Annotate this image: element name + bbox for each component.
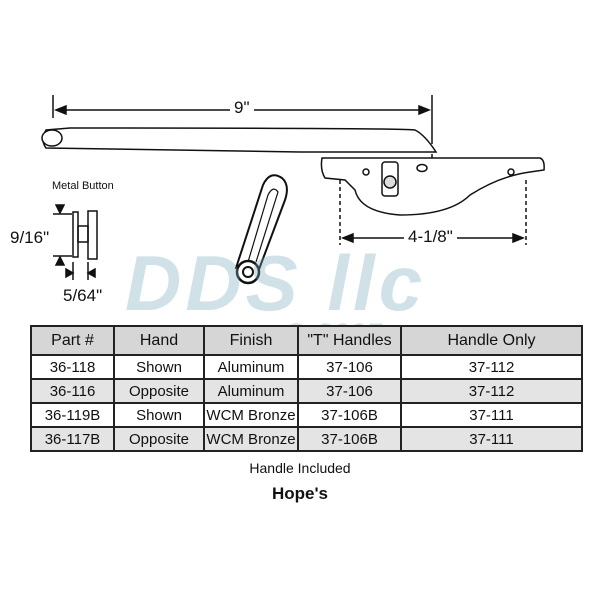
- operator-drawing: [41, 95, 545, 285]
- operator-base: [320, 157, 545, 216]
- button-thickness-label: 5/64": [59, 286, 107, 306]
- cell: WCM Bronze: [203, 426, 299, 452]
- cell: 37-111: [400, 402, 583, 428]
- cell: 37-106B: [297, 426, 402, 452]
- brand-logo: Hope's: [272, 484, 328, 503]
- overall-length-label: 9": [230, 98, 254, 118]
- cell: Opposite: [113, 378, 205, 404]
- cell: 36-119B: [30, 402, 115, 428]
- mount-hole: [507, 168, 515, 176]
- arrow-head: [65, 267, 75, 279]
- cell: Aluminum: [203, 354, 299, 380]
- arrow-head: [418, 104, 432, 116]
- header-handle-only: Handle Only: [400, 325, 583, 356]
- cell: 36-116: [30, 378, 115, 404]
- button-head: [87, 210, 98, 260]
- operator-arm: [42, 127, 438, 153]
- arrow-head: [512, 232, 526, 244]
- arrow-head: [340, 232, 354, 244]
- cell: Aluminum: [203, 378, 299, 404]
- handle-included-note: Handle Included: [249, 460, 351, 476]
- arrow-head: [54, 255, 66, 266]
- mount-hole: [362, 168, 370, 176]
- header-part: Part #: [30, 325, 115, 356]
- crank-knob-center: [242, 266, 254, 278]
- crank-slot: [247, 188, 279, 263]
- button-stem: [77, 225, 89, 243]
- crank-handle: [234, 174, 288, 274]
- cell: 36-118: [30, 354, 115, 380]
- header-finish: Finish: [203, 325, 299, 356]
- cell: 37-106: [297, 354, 402, 380]
- cell: WCM Bronze: [203, 402, 299, 428]
- parts-table: Part # Hand Finish "T" Handles Handle On…: [30, 325, 583, 452]
- cell: 37-112: [400, 354, 583, 380]
- cell: 37-106B: [297, 402, 402, 428]
- cell: Opposite: [113, 426, 205, 452]
- cell: Shown: [113, 354, 205, 380]
- metal-button-label: Metal Button: [52, 180, 114, 192]
- arm-roller: [41, 129, 63, 147]
- arrow-head: [53, 104, 67, 116]
- header-hand: Hand: [113, 325, 205, 356]
- cell: Shown: [113, 402, 205, 428]
- arrow-head: [54, 204, 66, 215]
- arrow-head: [86, 267, 96, 279]
- cell: 37-106: [297, 378, 402, 404]
- header-t-handles: "T" Handles: [297, 325, 402, 356]
- cell: 37-111: [400, 426, 583, 452]
- cell: 36-117B: [30, 426, 115, 452]
- spline-shaft: [383, 175, 397, 189]
- table-header-row: Part # Hand Finish "T" Handles Handle On…: [30, 325, 583, 356]
- mount-spacing-label: 4-1/8": [404, 227, 457, 247]
- button-height-label: 9/16": [10, 228, 50, 248]
- cell: 37-112: [400, 378, 583, 404]
- pivot-hole: [416, 163, 428, 173]
- crank-knob: [235, 259, 261, 285]
